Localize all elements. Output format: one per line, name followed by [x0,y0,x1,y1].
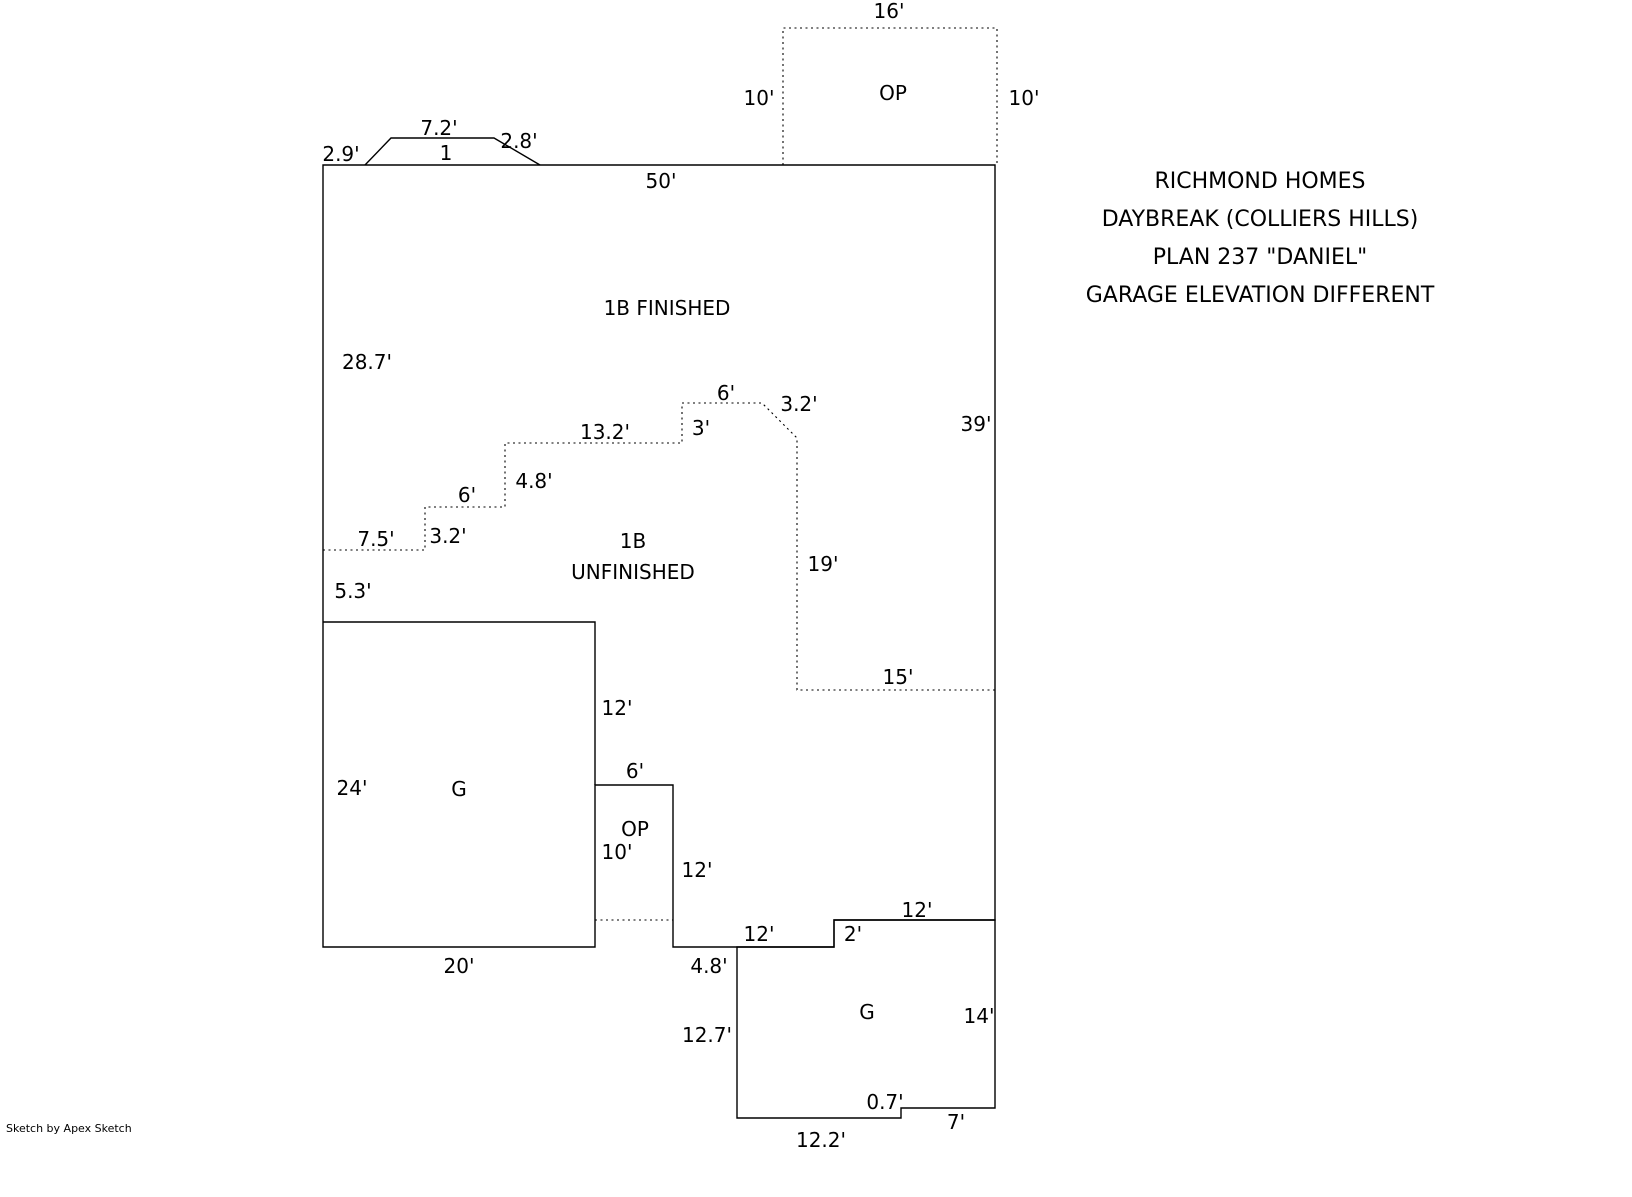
dim-garage-right-side-14: 14' [964,1004,995,1028]
dim-bump-7-2: 7.2' [420,116,457,140]
finished-unfinished-boundary [323,402,995,691]
dim-step-3-2-right: 3.2' [780,392,817,416]
dim-garage-right-top-12: 12' [902,898,933,922]
dim-op-mid-10: 10' [602,840,633,864]
dim-op-top-left-10: 10' [744,86,775,110]
dim-garage-left-wall-12: 12' [602,696,633,720]
plan-note-line-2: DAYBREAK (COLLIERS HILLS) [1101,207,1419,232]
dim-garage-right-step-2: 2' [844,922,862,946]
sketch-credit: Sketch by Apex Sketch [6,1122,132,1135]
dim-garage-right-bottom-7: 7' [947,1110,965,1134]
dim-bump-2-9: 2.9' [322,142,359,166]
dim-left-28-7: 28.7' [342,350,392,374]
dim-top-50: 50' [646,169,677,193]
dim-garage-right-left-12-7: 12.7' [682,1023,732,1047]
dim-step-3-2-left: 3.2' [429,524,466,548]
garage-right-outline [736,919,996,1119]
dim-bump-2-8: 2.8' [500,129,537,153]
dim-step-3: 3' [692,416,710,440]
label-op-top: OP [879,81,907,105]
dim-bottom-wall-4-8: 4.8' [690,954,727,978]
plan-note-line-4: GARAGE ELEVATION DIFFERENT [1085,283,1435,308]
dim-left-24: 24' [337,776,368,800]
dim-op-top-16: 16' [874,0,905,23]
dim-garage-right-bottom-12-2: 12.2' [796,1128,846,1152]
label-bump-1: 1 [440,141,453,165]
dim-step-6-lower: 6' [458,483,476,507]
roof-bump-outline [364,137,541,166]
garage-left-interior-walls [323,621,596,785]
label-op-mid: OP [621,817,649,841]
dim-boundary-19: 19' [808,552,839,576]
label-garage-left: G [451,777,467,801]
open-porch-top-outline [782,27,998,165]
dim-left-5-3: 5.3' [334,579,371,603]
dim-op-top-right-10: 10' [1009,86,1040,110]
dim-op-mid-6: 6' [626,759,644,783]
dim-bottom-wall-12: 12' [744,922,775,946]
dim-op-mid-right-12: 12' [682,858,713,882]
label-garage-right: G [859,1000,875,1024]
main-outline [322,164,996,948]
dim-step-4-8: 4.8' [515,469,552,493]
dim-garage-left-bottom-20: 20' [444,954,475,978]
dim-step-6-upper: 6' [717,381,735,405]
plan-note-line-1: RICHMOND HOMES [1154,169,1366,194]
plan-notes: RICHMOND HOMES DAYBREAK (COLLIERS HILLS)… [1040,163,1480,315]
label-1b-finished: 1B FINISHED [604,296,731,320]
dim-garage-right-step-0-7: 0.7' [866,1090,903,1114]
dim-step-13-2: 13.2' [580,420,630,444]
dim-right-39: 39' [961,412,992,436]
label-1b-unfinished-line1: 1B [620,529,646,553]
dim-boundary-15: 15' [883,665,914,689]
label-1b-unfinished-line2: UNFINISHED [571,560,695,584]
plan-note-line-3: PLAN 237 "DANIEL" [1152,245,1368,270]
dim-step-7-5: 7.5' [357,527,394,551]
